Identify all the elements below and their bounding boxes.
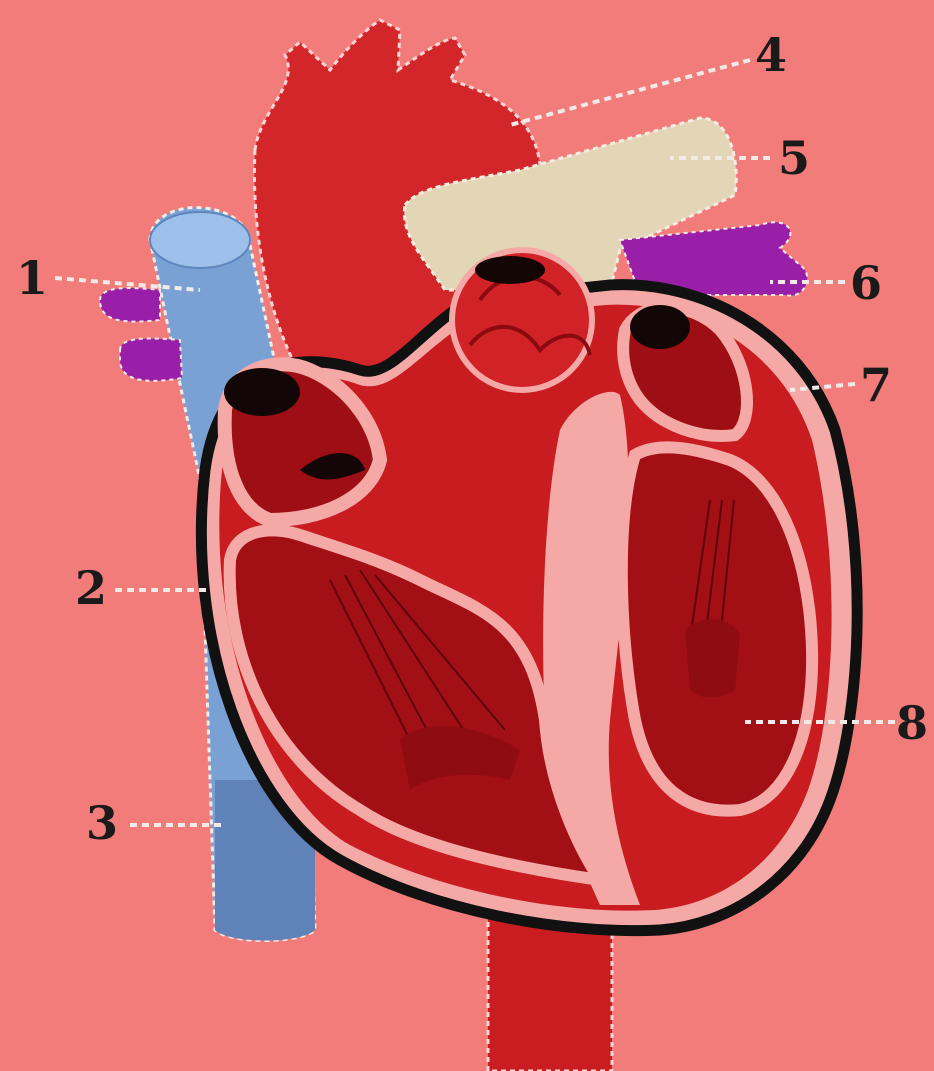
label-5: 5 — [778, 135, 810, 181]
vena-cava-opening — [150, 212, 250, 268]
label-7: 7 — [860, 362, 892, 408]
label-1: 1 — [16, 255, 48, 301]
leader-line-4 — [510, 60, 750, 125]
label-4: 4 — [755, 32, 787, 78]
left-atrium-opening — [630, 305, 690, 349]
label-8: 8 — [896, 700, 928, 746]
label-3: 3 — [86, 800, 118, 846]
right-atrium-opening — [224, 368, 300, 416]
label-2: 2 — [75, 565, 107, 611]
papillary-muscle-left — [685, 619, 740, 697]
pulmonary-valve-top — [475, 256, 545, 284]
label-6: 6 — [850, 260, 882, 306]
